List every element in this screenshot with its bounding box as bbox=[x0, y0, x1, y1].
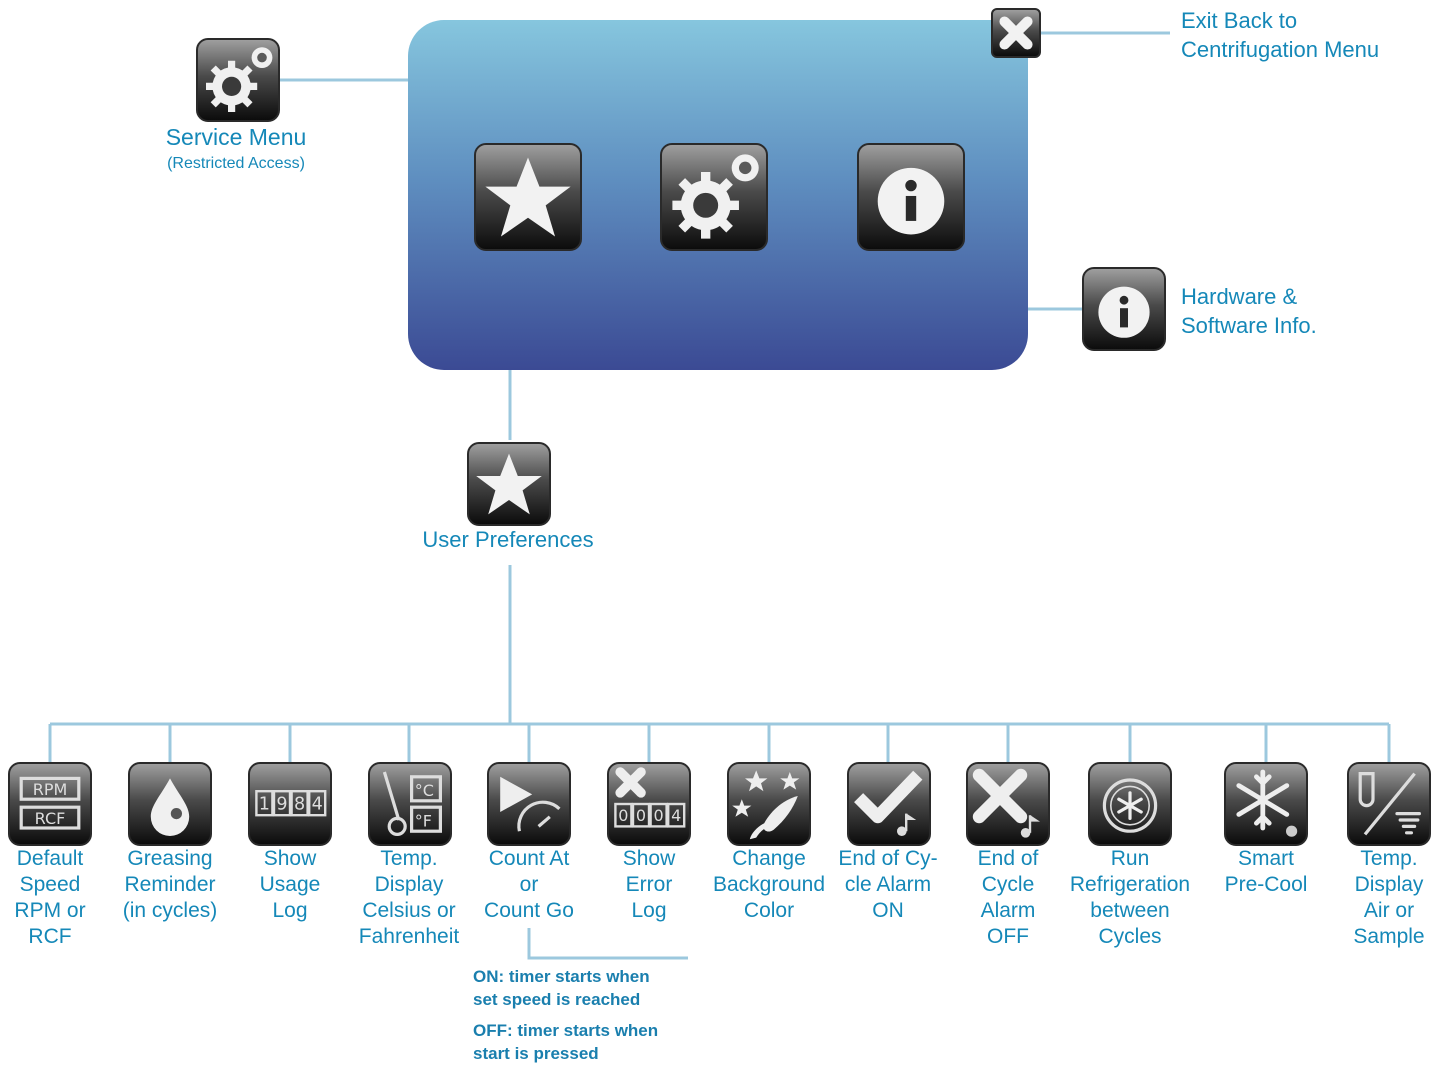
gear-icon[interactable] bbox=[660, 143, 768, 251]
service-sub-label: (Restricted Access) bbox=[167, 155, 305, 172]
svg-text:4: 4 bbox=[312, 795, 323, 815]
option-label-background: Change Background Color bbox=[712, 847, 826, 922]
svg-text:°F: °F bbox=[415, 811, 432, 830]
user-preferences-star-icon[interactable] bbox=[467, 442, 551, 526]
snowflake-icon[interactable] bbox=[1224, 762, 1308, 846]
hardware-info-icon[interactable] bbox=[1082, 267, 1166, 351]
star-icon[interactable] bbox=[474, 143, 582, 251]
service-gear-icon[interactable] bbox=[196, 38, 280, 122]
option-label-count: Count At or Count Go bbox=[484, 847, 574, 922]
info-icon[interactable] bbox=[857, 143, 965, 251]
background-color-icon[interactable] bbox=[727, 762, 811, 846]
option-label-refrigeration: Run Refrigeration between Cycles bbox=[1069, 847, 1191, 948]
service-label: Service Menu bbox=[165, 124, 307, 150]
hardware-label: Hardware & Software Info. bbox=[1181, 284, 1317, 338]
option-label-pre-cool: Smart Pre-Cool bbox=[1224, 847, 1308, 896]
exit-label: Exit Back to Centrifugation Menu bbox=[1181, 8, 1380, 62]
count-timer-icon[interactable] bbox=[487, 762, 571, 846]
option-label-greasing: Greasing Reminder (in cycles) bbox=[122, 847, 218, 922]
refrigeration-icon[interactable] bbox=[1088, 762, 1172, 846]
option-label-temp-display: Temp. Display Celsius or Fahrenheit bbox=[358, 847, 460, 948]
svg-text:°C: °C bbox=[415, 781, 434, 800]
option-label-usage-log: Show Usage Log bbox=[259, 847, 321, 922]
rpm-rcf-icon[interactable]: RPM RCF bbox=[8, 762, 92, 846]
svg-text:RCF: RCF bbox=[35, 809, 66, 828]
alarm-off-icon[interactable] bbox=[966, 762, 1050, 846]
svg-text:0: 0 bbox=[654, 806, 664, 825]
user-preferences-label: User Preferences bbox=[422, 527, 594, 552]
close-icon[interactable] bbox=[991, 8, 1041, 58]
svg-text:RPM: RPM bbox=[33, 780, 68, 799]
svg-text:1: 1 bbox=[259, 795, 270, 815]
option-label-alarm-off: End of Cycle Alarm OFF bbox=[977, 847, 1039, 948]
alarm-on-icon[interactable] bbox=[847, 762, 931, 846]
option-label-default-speed: Default Speed RPM or RCF bbox=[14, 847, 86, 948]
count-off-note: OFF: timer starts when start is pressed bbox=[473, 1021, 659, 1063]
option-label-alarm-on: End of Cy- cle Alarm ON bbox=[838, 847, 938, 922]
count-on-note: ON: timer starts when set speed is reach… bbox=[473, 967, 650, 1009]
air-sample-icon[interactable] bbox=[1347, 762, 1431, 846]
svg-text:4: 4 bbox=[671, 806, 681, 825]
option-label-error-log: Show Error Log bbox=[622, 847, 676, 922]
svg-text:9: 9 bbox=[276, 795, 287, 815]
celsius-fahrenheit-icon[interactable]: °C °F bbox=[368, 762, 452, 846]
option-label-air-sample: Temp. Display Air or Sample bbox=[1353, 847, 1425, 948]
svg-text:0: 0 bbox=[636, 806, 646, 825]
svg-text:8: 8 bbox=[294, 795, 305, 815]
grease-drop-icon[interactable] bbox=[128, 762, 212, 846]
svg-text:0: 0 bbox=[618, 806, 628, 825]
